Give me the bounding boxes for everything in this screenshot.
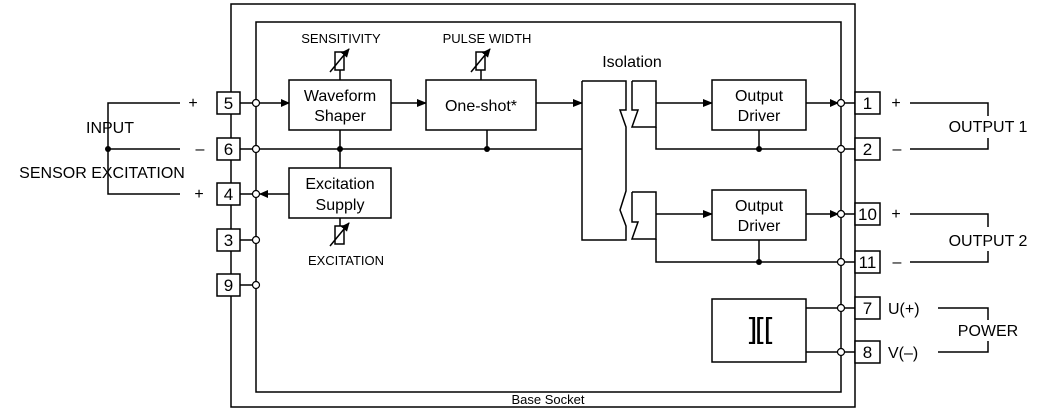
svg-text:6: 6	[224, 140, 233, 159]
sensor-excitation-label: SENSOR EXCITATION	[19, 165, 185, 182]
terminal-4: 4	[216, 182, 241, 206]
svg-text:11: 11	[859, 253, 877, 272]
terminal-8: 8	[854, 340, 881, 364]
transformer-icon: ][[	[746, 313, 772, 348]
terminal-1: 1	[854, 91, 881, 115]
power-transformer-block: ][[	[711, 298, 807, 363]
svg-text:10: 10	[858, 205, 877, 224]
sensitivity-pot-icon	[329, 48, 350, 80]
terminal-4-node	[251, 189, 261, 199]
input-plus-sign: +	[188, 95, 197, 112]
svg-text:5: 5	[224, 94, 233, 113]
isolation-label: Isolation	[602, 54, 662, 71]
excitation-plus-sign: +	[194, 186, 203, 203]
output1-label: OUTPUT 1	[949, 119, 1028, 136]
excitation-label: EXCITATION	[308, 253, 384, 268]
svg-text:One-shot*: One-shot*	[445, 98, 517, 115]
terminal-5-node	[251, 98, 261, 108]
pulse-width-label: PULSE WIDTH	[443, 31, 532, 46]
power-label: POWER	[958, 323, 1018, 340]
svg-text:Excitation: Excitation	[305, 176, 374, 193]
terminal-9: 9	[216, 273, 241, 297]
svg-text:Driver: Driver	[738, 218, 781, 235]
power-v-label: V(–)	[888, 345, 918, 362]
one-shot-block: One-shot*	[425, 79, 537, 131]
output1-plus-sign: +	[891, 95, 900, 112]
svg-text:7: 7	[863, 299, 872, 318]
output2-minus-sign: –	[893, 254, 902, 271]
svg-text:3: 3	[224, 231, 233, 250]
terminal-3-node	[251, 235, 261, 245]
svg-text:Supply: Supply	[316, 197, 365, 214]
terminal-9-node	[251, 280, 261, 290]
svg-text:9: 9	[224, 276, 233, 295]
svg-text:Driver: Driver	[738, 108, 781, 125]
output-driver-1-block: Output Driver	[711, 79, 807, 131]
sensitivity-label: SENSITIVITY	[301, 31, 381, 46]
excitation-pot-icon	[329, 218, 350, 247]
pulse-width-pot-icon	[470, 48, 491, 80]
power-u-label: U(+)	[888, 301, 920, 318]
waveform-shaper-block: Waveform Shaper	[288, 79, 392, 131]
input-wiring	[105, 102, 180, 195]
output-driver-2-block: Output Driver	[711, 189, 807, 241]
excitation-supply-block: Excitation Supply	[288, 167, 392, 219]
svg-text:Shaper: Shaper	[314, 108, 366, 125]
svg-text:4: 4	[224, 185, 233, 204]
terminal-6: 6	[216, 137, 241, 161]
isolation-barrier	[581, 80, 657, 241]
terminal-11: 11	[854, 250, 881, 274]
module-frame	[255, 21, 842, 393]
svg-text:Waveform: Waveform	[304, 88, 376, 105]
terminal-6-node	[251, 144, 261, 154]
base-socket-label: Base Socket	[512, 392, 585, 407]
svg-text:8: 8	[863, 343, 872, 362]
terminal-2: 2	[854, 137, 881, 161]
terminal-5: 5	[216, 91, 241, 115]
output2-label: OUTPUT 2	[949, 233, 1028, 250]
input-minus-sign: –	[196, 141, 205, 158]
terminal-3: 3	[216, 228, 241, 252]
svg-text:Output: Output	[735, 198, 784, 215]
svg-text:2: 2	[863, 140, 872, 159]
svg-text:Output: Output	[735, 88, 784, 105]
output1-minus-sign: –	[893, 141, 902, 158]
output2-plus-sign: +	[891, 206, 900, 223]
terminal-10: 10	[854, 202, 881, 226]
terminal-7: 7	[854, 296, 881, 320]
svg-text:1: 1	[863, 94, 872, 113]
input-label: INPUT	[86, 120, 134, 137]
